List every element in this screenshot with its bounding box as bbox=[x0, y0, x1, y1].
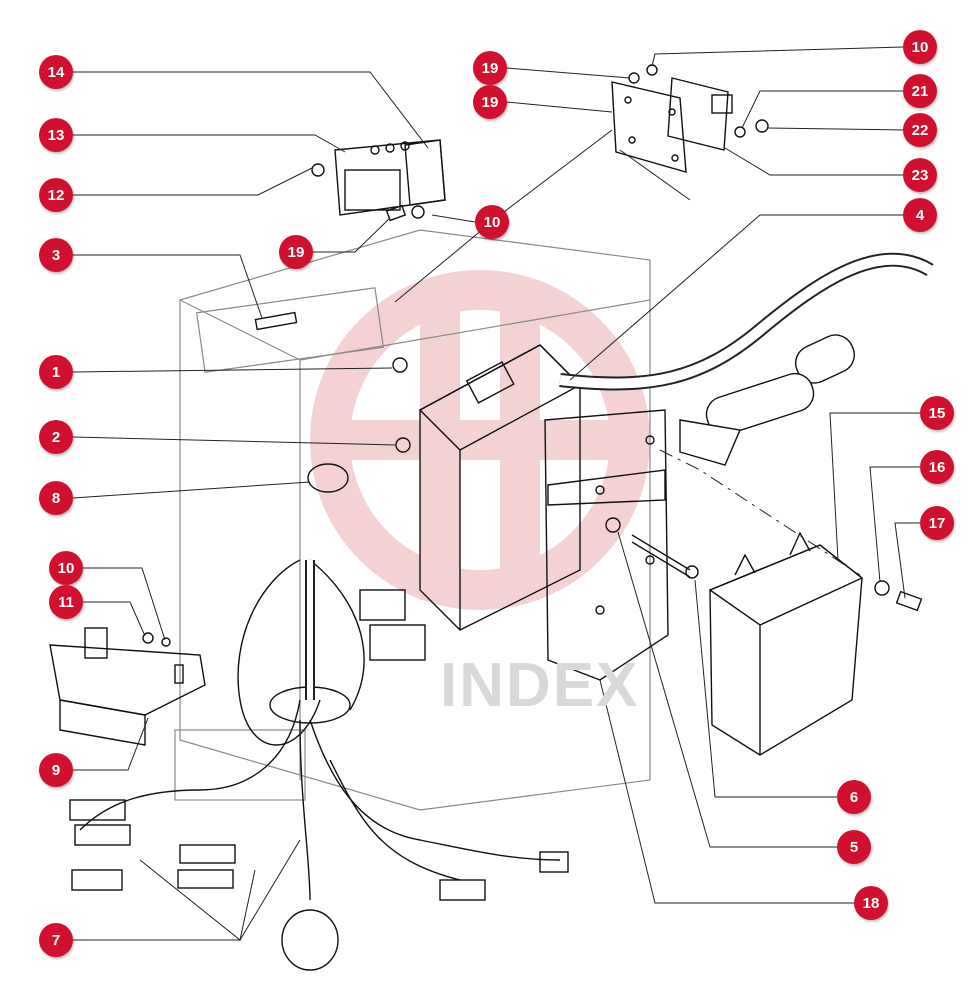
callout-8[interactable]: 8 bbox=[39, 481, 73, 515]
callout-17[interactable]: 17 bbox=[920, 506, 954, 540]
callout-19-left[interactable]: 19 bbox=[279, 235, 313, 269]
part-15-module bbox=[708, 531, 864, 756]
callout-13[interactable]: 13 bbox=[39, 118, 73, 152]
part-8-connector bbox=[307, 463, 426, 661]
callout-18[interactable]: 18 bbox=[854, 886, 888, 920]
part-9-bracket bbox=[49, 627, 206, 746]
callout-19-top-b[interactable]: 19 bbox=[473, 85, 507, 119]
callout-6[interactable]: 6 bbox=[837, 780, 871, 814]
part-10-screw-top bbox=[646, 64, 658, 76]
callout-16[interactable]: 16 bbox=[920, 450, 954, 484]
callout-19-top-a[interactable]: 19 bbox=[473, 51, 507, 85]
callout-10-left[interactable]: 10 bbox=[475, 205, 509, 239]
part-17-screw bbox=[895, 590, 923, 612]
callout-10-top[interactable]: 10 bbox=[903, 30, 937, 64]
part-3-fuse bbox=[254, 311, 298, 331]
part-18-mounting-plate bbox=[544, 409, 669, 681]
part-4-cable bbox=[559, 252, 934, 466]
part-21-washer bbox=[734, 126, 746, 138]
part-5-washer bbox=[605, 517, 621, 533]
callout-15[interactable]: 15 bbox=[920, 396, 954, 430]
part-7-wiring-harness bbox=[69, 559, 569, 971]
part-10-washer-left bbox=[411, 205, 425, 219]
part-14-bracket bbox=[334, 139, 446, 216]
watermark-text: INDEX bbox=[440, 651, 640, 720]
callout-11[interactable]: 11 bbox=[49, 585, 83, 619]
callout-1[interactable]: 1 bbox=[39, 355, 73, 389]
part-10-washer-bracket bbox=[161, 637, 171, 647]
callout-4[interactable]: 4 bbox=[903, 198, 937, 232]
callout-3[interactable]: 3 bbox=[39, 238, 73, 272]
part-16-washer bbox=[874, 580, 890, 596]
callout-14[interactable]: 14 bbox=[39, 55, 73, 89]
part-19-plate bbox=[611, 81, 687, 173]
callout-2[interactable]: 2 bbox=[39, 420, 73, 454]
part-19-nut-top bbox=[628, 72, 640, 84]
part-19-screw-left bbox=[385, 204, 407, 222]
part-6-bolt bbox=[631, 534, 699, 579]
part-1-nut bbox=[392, 357, 408, 373]
part-12-screw bbox=[311, 163, 325, 177]
callout-22[interactable]: 22 bbox=[903, 113, 937, 147]
callout-21[interactable]: 21 bbox=[903, 74, 937, 108]
leader-lines bbox=[72, 46, 920, 941]
callout-9[interactable]: 9 bbox=[39, 753, 73, 787]
callout-10-bracket[interactable]: 10 bbox=[49, 551, 83, 585]
callout-7[interactable]: 7 bbox=[39, 923, 73, 957]
callout-5[interactable]: 5 bbox=[837, 830, 871, 864]
part-22-screw bbox=[755, 119, 769, 133]
part-2-nut bbox=[395, 437, 411, 453]
part-11-screw bbox=[142, 632, 154, 644]
callout-12[interactable]: 12 bbox=[39, 178, 73, 212]
watermark-logo bbox=[310, 270, 650, 610]
housing-box bbox=[174, 229, 651, 811]
part-23-module bbox=[667, 77, 733, 151]
callout-23[interactable]: 23 bbox=[903, 158, 937, 192]
